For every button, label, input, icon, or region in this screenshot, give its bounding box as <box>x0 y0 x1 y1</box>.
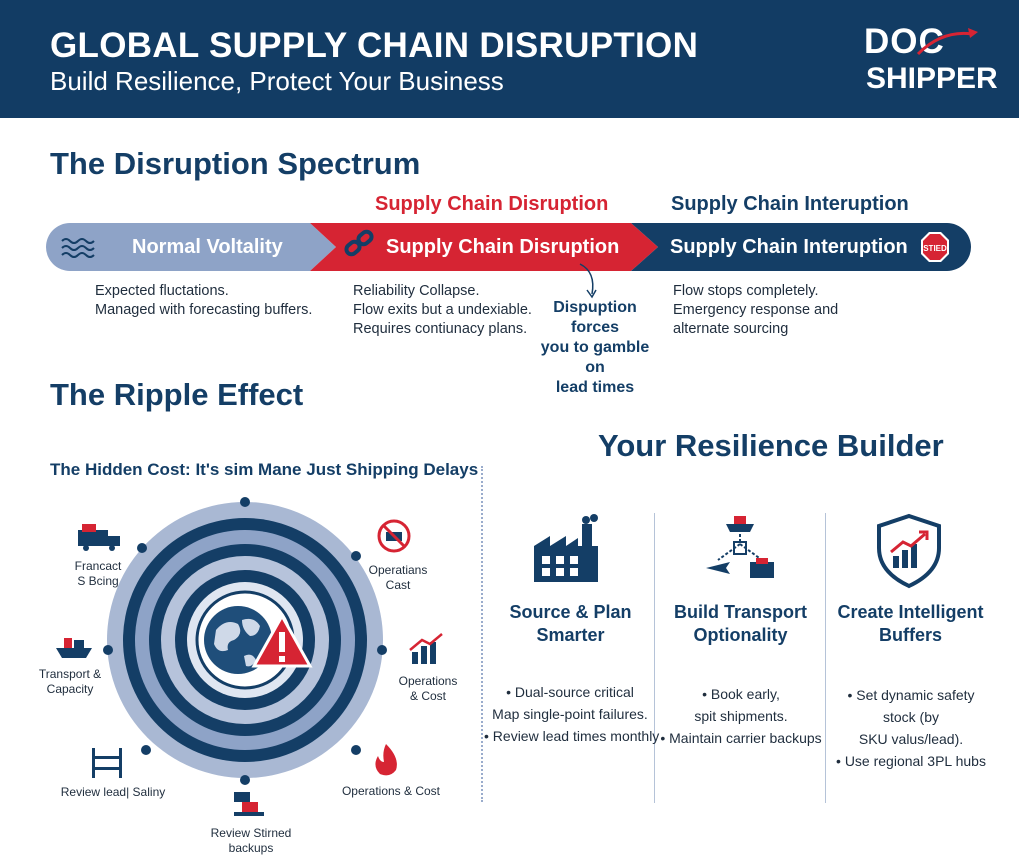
title-line: Create Intelligent <box>837 602 984 622</box>
ripple-label-line: Review lead| Saliny <box>60 785 166 799</box>
desc-line: Requires contiunacy plans. <box>353 321 528 337</box>
shield-chart-icon <box>877 513 941 589</box>
segment-label-normal: Normal Voltality <box>132 236 283 258</box>
spectrum-segment-disruption <box>310 223 658 271</box>
spectrum-segment-interuption <box>631 223 971 271</box>
ripple-label-line: S Bcing <box>77 574 119 588</box>
column-bullets-transport: • Book early, spit shipments. • Maintain… <box>660 683 822 749</box>
desc-line: Emergency response and <box>673 302 839 318</box>
title-line: Smarter <box>536 625 605 645</box>
spectrum-segment-normal <box>46 223 336 271</box>
ripple-diagram <box>56 497 443 816</box>
shelving-icon <box>92 748 122 778</box>
resilience-title: Your Resilience Builder <box>598 428 944 463</box>
header-banner <box>0 0 1019 118</box>
globe-plane-icon <box>916 28 978 56</box>
ship-icon <box>56 638 92 658</box>
segment-label-interuption: Supply Chain Interuption <box>670 236 908 258</box>
globe-icon <box>204 606 272 674</box>
chart-up-icon <box>409 633 443 664</box>
ripple-label-line: & Cost <box>409 689 446 703</box>
ripple-label-4: Operations & Cost <box>394 674 462 704</box>
description-normal: Expected fluctations. Managed with forec… <box>95 282 312 320</box>
waves-icon <box>61 238 95 258</box>
ripple-title: The Ripple Effect <box>50 377 304 412</box>
warning-icon <box>251 612 313 668</box>
docshipper-logo[interactable]: DOC SHIPPER <box>864 22 998 102</box>
desc-line: Reliability Collapse. <box>353 283 480 299</box>
segment-label-disruption: Supply Chain Disruption <box>386 236 620 258</box>
ripple-label-3: Transport & Capacity <box>30 667 110 697</box>
logo-text-top: DOC <box>864 22 945 61</box>
fire-icon <box>375 744 397 776</box>
desc-line: Flow exits but a undexiable. <box>353 302 532 318</box>
ripple-label-line: backups <box>228 841 274 855</box>
logo-text-bottom: SHIPPER <box>866 62 998 95</box>
bullet-item: stock (by <box>882 709 939 725</box>
page-title: GLOBAL SUPPLY CHAIN DISRUPTION <box>50 26 699 65</box>
column-bullets-source: • Dual-source critical Map single-point … <box>484 681 660 747</box>
ripple-label-line: Francact <box>74 559 122 573</box>
ripple-label-line: Capacity <box>46 682 94 696</box>
ripple-label-line: Review Stirned <box>210 826 292 840</box>
desc-line: Flow stops completely. <box>673 283 819 299</box>
stage-heading-interuption: Supply Chain Interuption <box>671 193 909 215</box>
ripple-label-5: Review lead| Saliny <box>58 785 168 800</box>
ripple-label-7: Review Stirned backups <box>206 826 296 856</box>
bullet-item: spit shipments. <box>694 708 788 724</box>
callout-gamble: Dispuption forces you to gamble on lead … <box>530 298 660 398</box>
column-divider <box>825 513 826 803</box>
callout-arrow-icon <box>579 263 597 299</box>
bullet-item: Map single-point failures. <box>492 706 648 722</box>
title-line: Source & Plan <box>509 602 632 622</box>
ripple-label-line: Operations <box>398 674 458 688</box>
ripple-label-line: Cast <box>385 578 411 592</box>
factory-icon <box>534 514 598 582</box>
bullet-item: SKU valus/lead). <box>858 731 964 747</box>
column-title-transport: Build Transport Optionality <box>668 601 813 647</box>
desc-line: alternate sourcing <box>673 321 789 337</box>
ripple-subtitle: The Hidden Cost: It's sim Mane Just Ship… <box>50 460 479 479</box>
description-disruption: Reliability Collapse. Flow exits but a u… <box>353 282 532 339</box>
disruption-spectrum-bar: STIED <box>46 223 971 271</box>
bullet-item: • Dual-source critical <box>506 684 634 700</box>
desc-line: Managed with forecasting buffers. <box>95 302 313 318</box>
bullet-item: • Use regional 3PL hubs <box>836 753 986 769</box>
title-line: Build Transport <box>673 602 807 622</box>
desc-line: Expected fluctations. <box>95 283 229 299</box>
stop-sign-icon: STIED <box>921 232 949 262</box>
bullet-item: • Set dynamic safety <box>847 687 975 703</box>
callout-line: lead times <box>555 379 635 396</box>
transport-network-icon <box>706 516 774 578</box>
callout-line: you to gamble on <box>540 339 650 376</box>
containers-icon <box>234 792 264 816</box>
title-line: Optionality <box>693 625 788 645</box>
ripple-label-line: Transport & <box>38 667 102 681</box>
ripple-label-1: Francact S Bcing <box>66 559 130 589</box>
column-title-buffers: Create Intelligent Buffers <box>833 601 988 647</box>
trucks-icon <box>78 524 120 551</box>
no-truck-icon <box>377 519 411 553</box>
page-subtitle: Build Resilience, Protect Your Business <box>50 66 504 96</box>
section-divider <box>481 466 483 802</box>
ripple-label-line: Operatians <box>368 563 428 577</box>
ripple-label-2: Operatians Cast <box>368 563 428 593</box>
ring-dots <box>103 497 387 785</box>
ripple-label-6: Operations & Cost <box>336 784 446 799</box>
column-divider <box>654 513 655 803</box>
bullet-item: • Review lead times monthly <box>484 728 660 744</box>
bullet-item: • Book early, <box>702 686 780 702</box>
title-line: Buffers <box>878 625 942 645</box>
column-bullets-buffers: • Set dynamic safety stock (by SKU valus… <box>830 684 992 772</box>
ripple-label-line: Operations & Cost <box>341 784 441 798</box>
description-interuption: Flow stops completely. Emergency respons… <box>673 282 838 339</box>
spectrum-title: The Disruption Spectrum <box>50 146 421 181</box>
callout-line: Dispuption forces <box>553 299 637 336</box>
bullet-item: • Maintain carrier backups <box>660 730 822 746</box>
stage-heading-disruption: Supply Chain Disruption <box>375 193 609 215</box>
broken-link-icon <box>344 229 374 257</box>
stop-sign-text: STIED <box>923 244 947 253</box>
column-title-source: Source & Plan Smarter <box>498 601 643 647</box>
